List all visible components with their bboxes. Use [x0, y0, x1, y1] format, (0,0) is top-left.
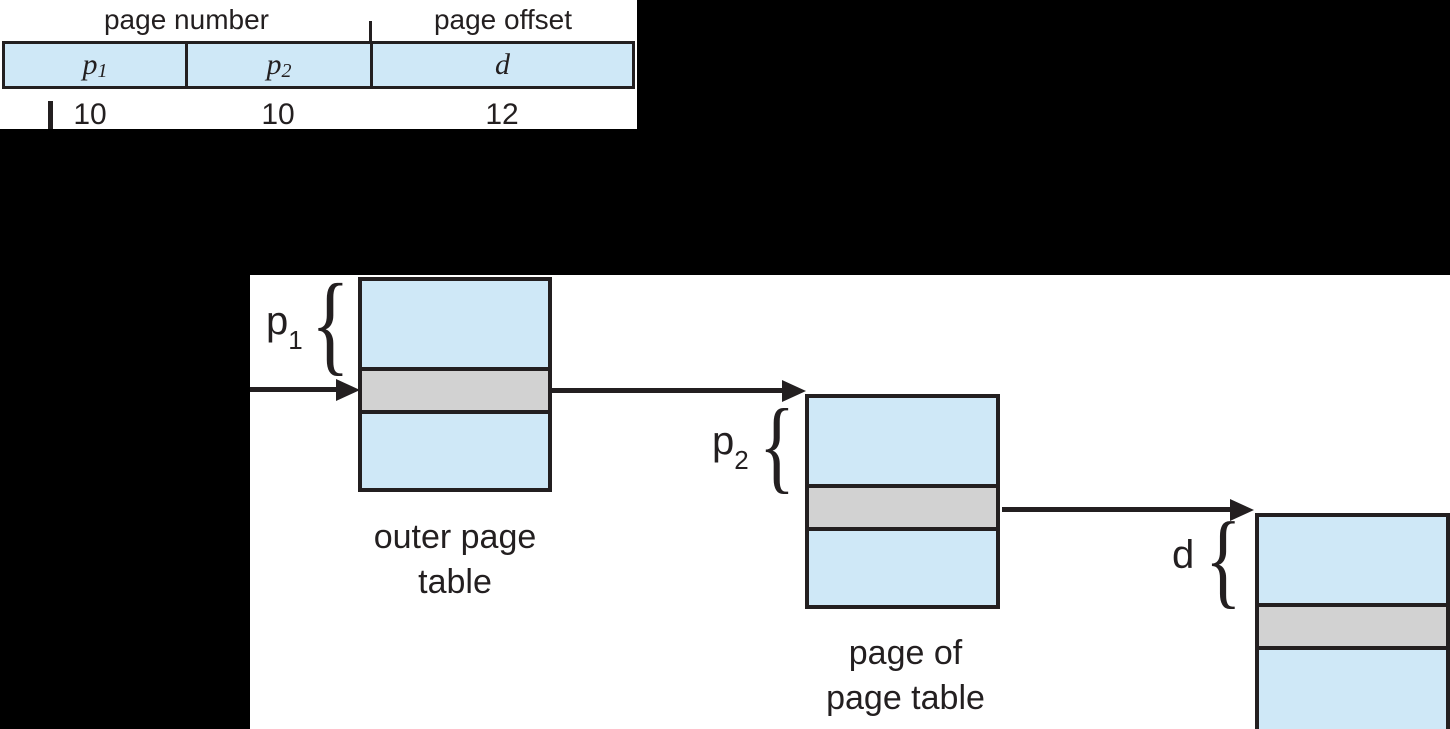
p2-index-label: p2	[712, 419, 749, 473]
bit-width-d: 12	[485, 98, 519, 131]
table-entry-highlighted	[1259, 603, 1446, 650]
index-base: p	[712, 419, 735, 463]
arrowhead-page-table-to-page	[1230, 499, 1254, 521]
arrow-into-outer-table	[250, 387, 338, 392]
bit-boundary-tick	[48, 101, 53, 129]
field-subscript: 1	[97, 60, 108, 82]
table-entry-blue	[1259, 650, 1446, 729]
field-base: d	[495, 48, 510, 81]
arrow-page-table-to-page	[1002, 507, 1232, 512]
label-line: page of	[848, 634, 963, 672]
table-entry-blue	[809, 531, 996, 605]
table-entry-blue	[362, 281, 548, 367]
table-entry-blue	[809, 398, 996, 484]
address-field-d: d	[370, 44, 632, 86]
table-entry-highlighted	[809, 484, 996, 531]
page-offset-label: page offset	[433, 4, 573, 35]
bit-width-p1: 10	[73, 98, 107, 131]
index-subscript: 1	[288, 325, 303, 355]
p1-index-label: p1	[266, 299, 303, 353]
label-line: table	[418, 563, 492, 601]
page-of-page-table-label: page of page table	[793, 631, 1018, 721]
table-entry-blue	[362, 414, 548, 488]
arrowhead-outer-to-page-table	[782, 380, 806, 402]
p1-brace: {	[311, 262, 350, 386]
label-line: page table	[826, 679, 985, 717]
bit-width-p2: 10	[261, 98, 295, 131]
field-base: p	[266, 48, 282, 81]
d-index-label: d	[1172, 534, 1194, 577]
outer-page-table-label: outer page table	[345, 515, 565, 605]
index-subscript: 2	[734, 445, 749, 475]
arrow-outer-to-page-table	[552, 388, 784, 393]
page-number-label: page number	[103, 4, 269, 35]
page-of-page-table-box	[805, 394, 1000, 609]
arrowhead-into-outer-table	[336, 379, 360, 401]
p2-brace: {	[759, 388, 795, 503]
table-entry-blue	[1259, 517, 1446, 603]
outer-page-table-box	[358, 277, 552, 492]
target-page-box	[1255, 513, 1450, 729]
header-divider-tick	[369, 21, 372, 41]
table-entry-highlighted	[362, 367, 548, 414]
field-base: p	[82, 48, 98, 81]
index-base: p	[266, 299, 289, 343]
index-base: d	[1172, 533, 1195, 577]
label-line: outer page	[373, 518, 537, 556]
field-subscript: 2	[281, 60, 292, 82]
d-brace: {	[1205, 501, 1242, 618]
